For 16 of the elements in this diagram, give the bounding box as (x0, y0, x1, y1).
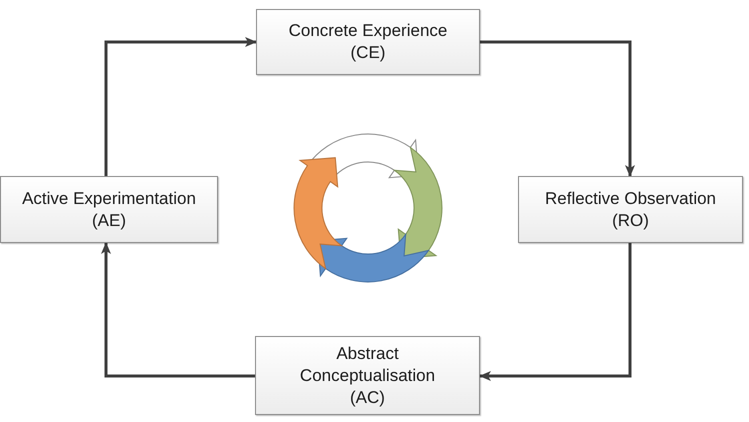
node-label: Abstract Conceptualisation (298, 342, 436, 386)
connector-arrow (480, 40, 635, 177)
node-label: (AC) (350, 386, 385, 408)
process-box (255, 336, 480, 415)
connector-arrow (104, 37, 257, 176)
process-box (0, 176, 218, 243)
node-label: Concrete Experience (288, 20, 448, 42)
node-label: (RO) (612, 210, 649, 232)
node-label: (CE) (350, 42, 386, 64)
process-box (518, 176, 743, 243)
node-label: Reflective Observation (544, 188, 716, 210)
connector-arrow (479, 243, 632, 381)
connector-arrow (101, 242, 255, 378)
node-label: (AE) (92, 210, 126, 232)
node-label: Active Experimentation (22, 188, 196, 210)
process-box (256, 9, 480, 75)
